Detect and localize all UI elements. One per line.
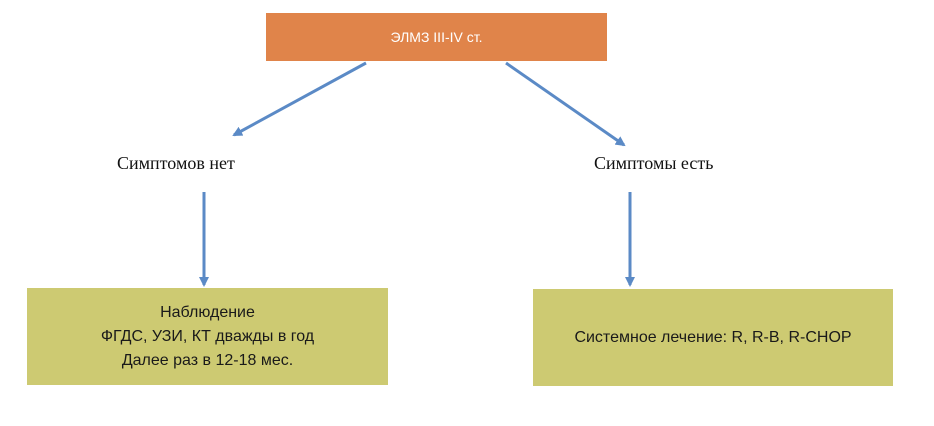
arrow-root-to-no-symptoms [232,61,367,137]
no-symptoms-label: Симптомов нет [117,153,235,173]
observation-line-2: ФГДС, УЗИ, КТ дважды в год [100,327,315,345]
root-node-label: ЭЛМЗ III-IV ст. [390,29,483,45]
observation-node: Наблюдение ФГДС, УЗИ, КТ дважды в год Да… [27,288,388,385]
systemic-treatment-node: Системное лечение: R, R-B, R-CHOP [533,289,893,386]
root-node: ЭЛМЗ III-IV ст. [266,13,607,61]
observation-line-1: Наблюдение [160,303,255,321]
observation-line-3: Далее раз в 12-18 мес. [121,351,294,369]
arrow-root-to-symptoms [505,61,626,147]
systemic-treatment-label: Системное лечение: R, R-B, R-CHOP [574,328,852,346]
symptoms-present-label: Симптомы есть [594,153,714,173]
